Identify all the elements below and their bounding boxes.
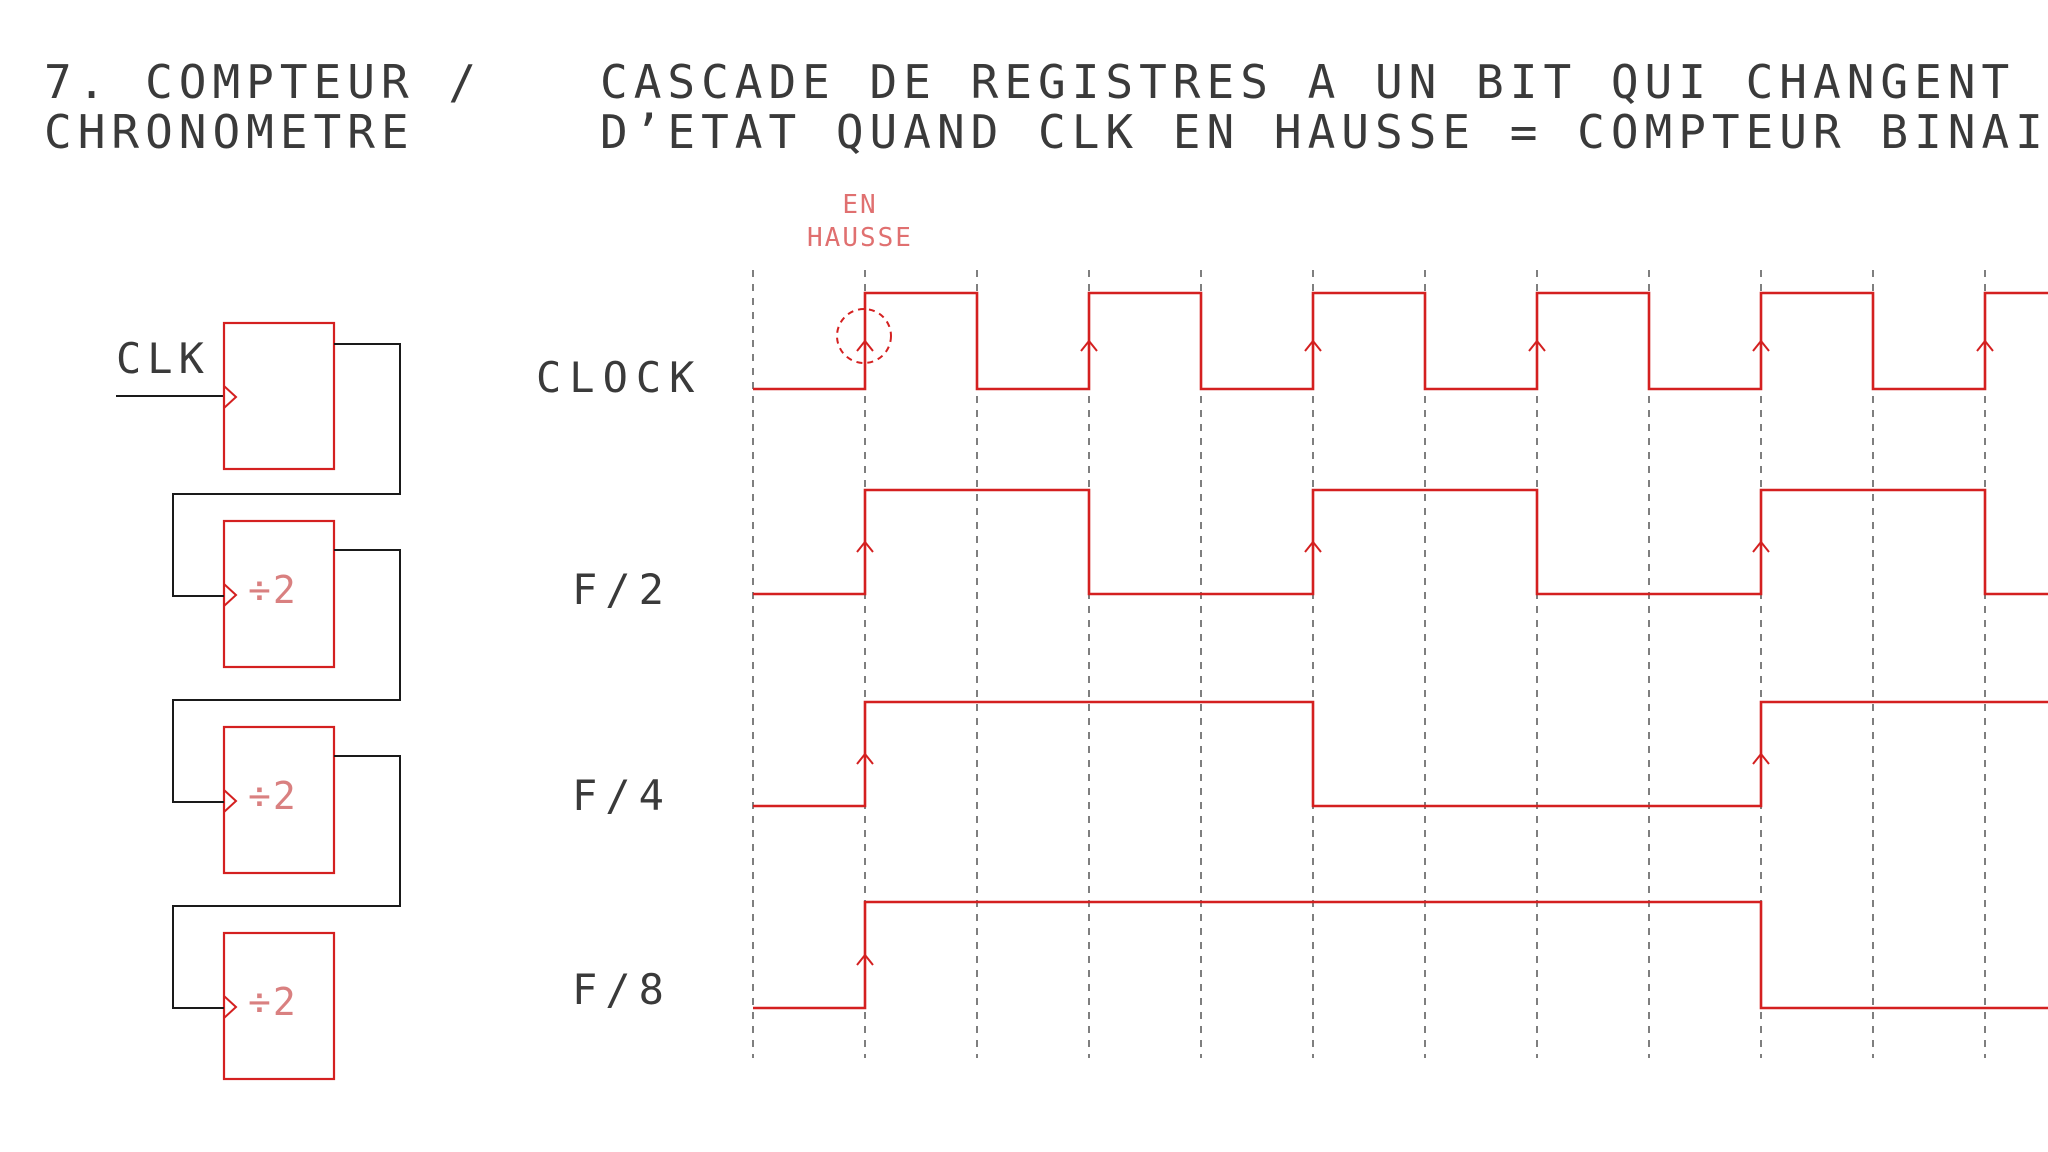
rising-edge-arrow — [856, 953, 874, 966]
waveform-f-8 — [753, 900, 2048, 1010]
register-block-2 — [222, 519, 336, 669]
divider-label-2: ÷2 — [248, 774, 298, 818]
rising-edge-hint-line2: HAUSSE — [807, 223, 913, 253]
rising-edge-arrow — [1080, 339, 1098, 352]
clock-input-arrow-1 — [223, 385, 238, 409]
wire-stage2-to-stage3 — [172, 549, 401, 803]
rising-edge-arrow — [856, 752, 874, 765]
rising-edge-arrow — [1752, 752, 1770, 765]
rising-edge-arrow — [1304, 540, 1322, 553]
wire-stage1-to-stage2 — [172, 343, 401, 597]
description-line1: CASCADE DE REGISTRES A UN BIT QUI CHANGE… — [600, 55, 2016, 109]
timing-gridlines — [752, 270, 1986, 1058]
section-title-line2: CHRONOMETRE — [44, 105, 415, 159]
signal-label-f4: F/4 — [572, 771, 672, 820]
signal-label-f8: F/8 — [572, 965, 672, 1014]
register-block-4 — [222, 931, 336, 1081]
timing-waveforms — [753, 291, 2048, 1010]
rising-edge-arrow — [1752, 540, 1770, 553]
rising-edge-arrows — [856, 339, 1994, 966]
waveform-f-2 — [753, 488, 2048, 596]
rising-edge-arrow — [856, 540, 874, 553]
clock-input-arrow-3 — [223, 789, 238, 813]
rising-edge-arrow — [1752, 339, 1770, 352]
wire-stage3-to-stage4 — [172, 755, 401, 1009]
divider-label-3: ÷2 — [248, 980, 298, 1024]
section-title-line1: 7. COMPTEUR / — [44, 55, 483, 109]
rising-edge-arrow — [856, 339, 874, 352]
signal-label-f2: F/2 — [572, 565, 672, 614]
signal-label-clock: CLOCK — [536, 353, 703, 402]
clock-input-arrow-2 — [223, 583, 238, 607]
divider-label-1: ÷2 — [248, 568, 298, 612]
rising-edge-arrow — [1528, 339, 1546, 352]
rising-edge-arrow — [1304, 339, 1322, 352]
divider-chain-circuit — [116, 321, 401, 1081]
rising-edge-arrow — [1976, 339, 1994, 352]
register-block-3 — [222, 725, 336, 875]
clk-input-label: CLK — [116, 334, 210, 383]
waveform-f-4 — [753, 700, 2048, 808]
waveform-clock — [753, 291, 2048, 391]
register-block-1 — [222, 321, 336, 471]
rising-edge-highlight-circle — [836, 308, 892, 364]
rising-edge-hint-line1: EN — [842, 190, 878, 220]
clock-input-arrow-4 — [223, 995, 238, 1019]
description-line2: D’ETAT QUAND CLK EN HAUSSE = COMPTEUR BI… — [600, 105, 2048, 159]
